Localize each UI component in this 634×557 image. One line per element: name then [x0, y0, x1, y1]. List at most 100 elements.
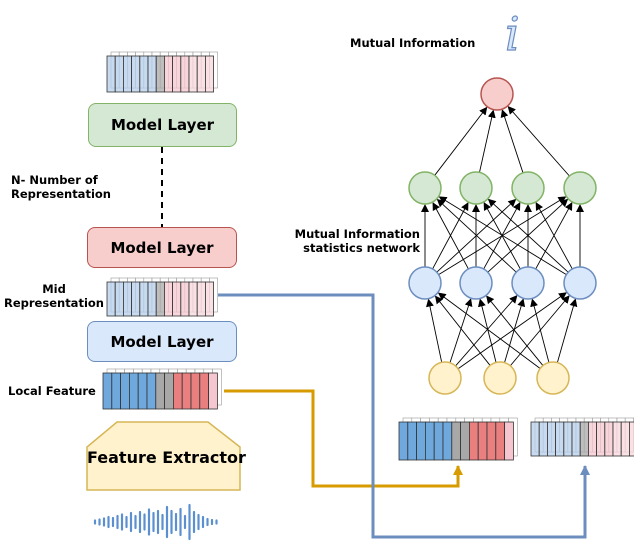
feature-extractor-label: Feature Extractor	[87, 448, 246, 467]
stack-bar	[555, 421, 565, 457]
stack-bar	[111, 372, 122, 410]
stack-bar	[139, 55, 149, 93]
stack-bar	[172, 281, 182, 317]
stack-bar	[579, 421, 589, 457]
stack-bar	[398, 421, 409, 461]
stack-bar	[106, 281, 116, 317]
network-edge	[530, 298, 550, 363]
mid-representation-output-stack	[530, 417, 634, 457]
network-edge	[483, 202, 521, 270]
hidden-node-blue	[408, 266, 442, 300]
stack-bar	[163, 281, 173, 317]
stack-bar	[196, 55, 206, 93]
mid-rep-line1: Mid	[42, 282, 66, 296]
mutual-information-label: Mutual Information	[350, 36, 476, 50]
mutual-information-symbol-icon: i	[504, 6, 520, 61]
stack-bar	[468, 421, 479, 461]
model-layer-mid-label: Model Layer	[110, 238, 214, 257]
stack-bar	[181, 372, 192, 410]
stack-bar	[486, 421, 497, 461]
stack-bar	[172, 55, 182, 93]
stack-bar	[504, 421, 514, 461]
mi-stats-line2: statistics network	[303, 240, 420, 255]
mid-representation-label: Mid Representation	[4, 282, 104, 311]
n-number-line2: Representation	[11, 186, 111, 201]
local-feature-stack	[102, 368, 222, 410]
n-number-label: N- Number of Representation	[11, 173, 111, 202]
stack-bar	[442, 421, 453, 461]
stack-bar	[131, 281, 141, 317]
svg-text:i: i	[505, 7, 520, 61]
network-edge	[449, 298, 473, 363]
stack-bar	[588, 421, 598, 457]
network-nodes	[408, 77, 597, 395]
stack-bar	[571, 421, 581, 457]
stack-bar	[612, 421, 622, 457]
stack-bar	[106, 55, 116, 93]
input-node	[428, 361, 462, 395]
stack-bar	[128, 372, 139, 410]
stack-bar	[204, 55, 214, 93]
stack-bar	[139, 281, 149, 317]
network-edge	[486, 295, 544, 366]
stack-bar	[123, 55, 133, 93]
stack-bar	[146, 372, 157, 410]
n-number-line1: N- Number of	[11, 173, 98, 187]
stack-bar	[147, 281, 157, 317]
network-edge	[455, 295, 518, 367]
mid-representation-arrow	[218, 293, 590, 539]
network-edge	[457, 292, 567, 370]
stack-bar	[172, 372, 183, 410]
model-layer-top: Model Layer	[88, 103, 237, 147]
network-edge	[487, 198, 569, 273]
top-representation-stack	[106, 51, 218, 93]
feature-extractor-shape	[86, 421, 241, 491]
mi-statistics-network-label: Mutual Information statistics network	[260, 227, 420, 256]
stack-bar	[155, 55, 165, 93]
hidden-node-green	[408, 171, 442, 205]
stack-bar	[563, 421, 573, 457]
network-edge	[478, 298, 497, 363]
hidden-node-green	[511, 171, 545, 205]
model-layer-top-label: Model Layer	[110, 116, 215, 134]
stack-bar	[188, 55, 198, 93]
mi-stats-line1: Mutual Information	[294, 227, 420, 241]
stack-bar	[620, 421, 630, 457]
stack-bar	[188, 281, 198, 317]
network-edge	[507, 105, 570, 177]
stack-bar	[131, 55, 141, 93]
stack-bar	[208, 372, 218, 410]
stack-bar	[451, 421, 461, 461]
stack-bar	[604, 421, 614, 457]
mid-representation-stack	[106, 277, 218, 317]
stack-bar	[180, 281, 190, 317]
stack-bar	[155, 372, 166, 410]
stack-bar	[416, 421, 426, 461]
stack-bar	[530, 421, 540, 457]
network-edge	[434, 106, 488, 176]
network-edge	[436, 198, 517, 273]
stack-bar	[460, 421, 470, 461]
model-layer-mid: Model Layer	[87, 227, 237, 268]
audio-waveform-icon	[93, 503, 218, 541]
stack-bar	[424, 421, 435, 461]
model-layer-bottom: Model Layer	[87, 321, 237, 362]
stack-bar	[114, 55, 124, 93]
stack-bar	[547, 421, 557, 457]
network-edge	[500, 109, 524, 173]
local-feature-arrow	[224, 389, 463, 488]
local-feature-output-stack	[398, 417, 518, 461]
network-edge	[438, 196, 567, 276]
hidden-node-blue	[459, 266, 493, 300]
hidden-node-green	[563, 171, 597, 205]
stack-bar	[180, 55, 190, 93]
stack-bar	[190, 372, 201, 410]
stack-bar	[147, 55, 157, 93]
stack-bar	[204, 281, 214, 317]
model-layer-bottom-label: Model Layer	[110, 332, 214, 351]
stack-bar	[102, 372, 113, 410]
stack-bar	[495, 421, 505, 461]
input-node	[483, 361, 517, 395]
local-feature-label: Local Feature	[8, 384, 96, 398]
